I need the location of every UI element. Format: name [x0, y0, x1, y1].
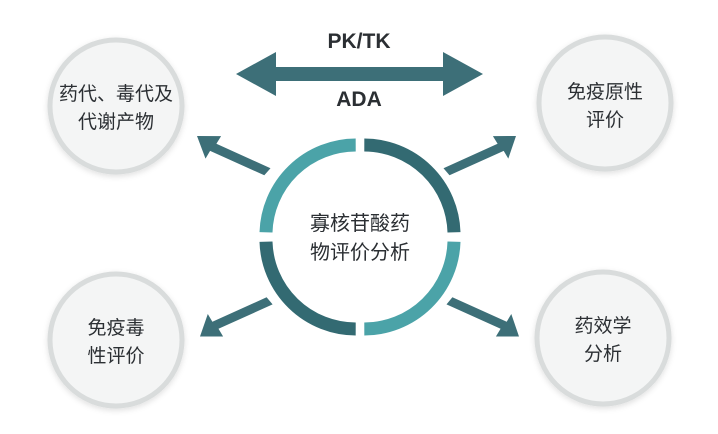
ring-segment-top-left	[259, 138, 356, 233]
arrow-to-top-left	[197, 136, 271, 176]
node-circle-bottom-left	[47, 271, 185, 409]
arrow-to-top-right	[443, 136, 516, 176]
node-circle-top-left	[47, 37, 185, 175]
node-label-top-right: 免疫原性 评价	[566, 81, 643, 131]
ring-segment-bottom-right	[364, 241, 461, 336]
arrow-to-bottom-right	[446, 297, 519, 337]
node-label-top-left: 药代、毒代及 代谢产物	[58, 83, 173, 133]
pk-tk-label: PK/TK	[327, 30, 391, 53]
double-arrow	[236, 52, 483, 96]
ring-segment-bottom-left	[259, 241, 356, 336]
ring-segment-top-right	[364, 138, 461, 233]
arrow-to-bottom-left	[200, 297, 273, 337]
node-circle-top-right	[536, 34, 674, 172]
center-label: 寡核苷酸药 物评价分析	[310, 211, 410, 264]
node-label-bottom-right: 药效学 分析	[574, 315, 632, 365]
node-circle-bottom-right	[534, 269, 672, 407]
node-label-bottom-left: 免疫毒 性评价	[87, 317, 145, 367]
ada-label: ADA	[336, 88, 382, 111]
